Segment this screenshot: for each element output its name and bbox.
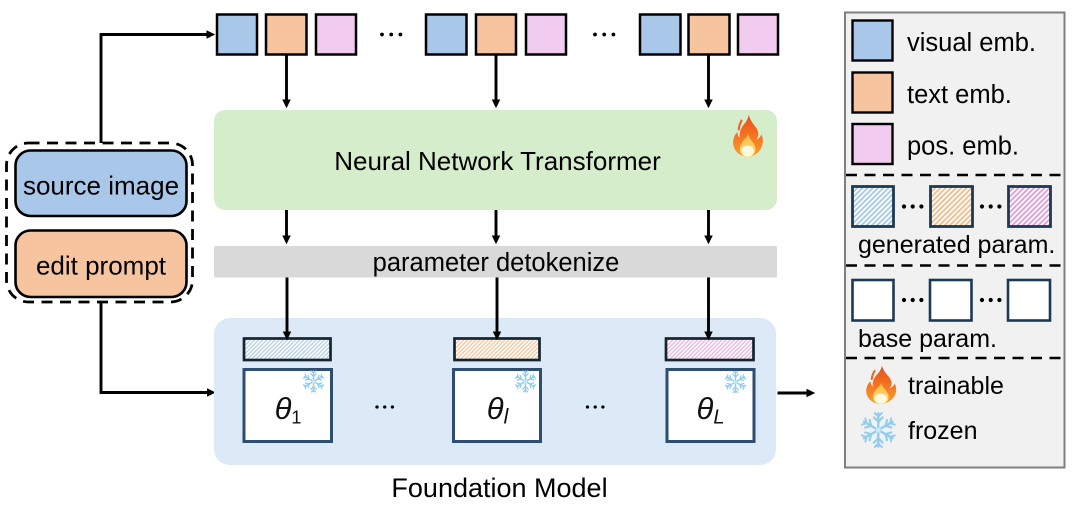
- svg-text:trainable: trainable: [908, 372, 1004, 400]
- svg-text:generated param.: generated param.: [858, 231, 1055, 259]
- svg-text:text emb.: text emb.: [907, 81, 1012, 109]
- svg-text:source image: source image: [23, 170, 179, 200]
- svg-text:frozen: frozen: [908, 417, 977, 445]
- svg-text:pos. emb.: pos. emb.: [907, 133, 1019, 161]
- svg-text:edit prompt: edit prompt: [36, 250, 167, 280]
- svg-text:visual emb.: visual emb.: [907, 29, 1036, 57]
- svg-text:parameter detokenize: parameter detokenize: [373, 249, 620, 277]
- svg-text:Foundation Model: Foundation Model: [391, 473, 607, 503]
- svg-text:base param.: base param.: [858, 325, 997, 353]
- svg-text:Neural Network Transformer: Neural Network Transformer: [334, 146, 661, 176]
